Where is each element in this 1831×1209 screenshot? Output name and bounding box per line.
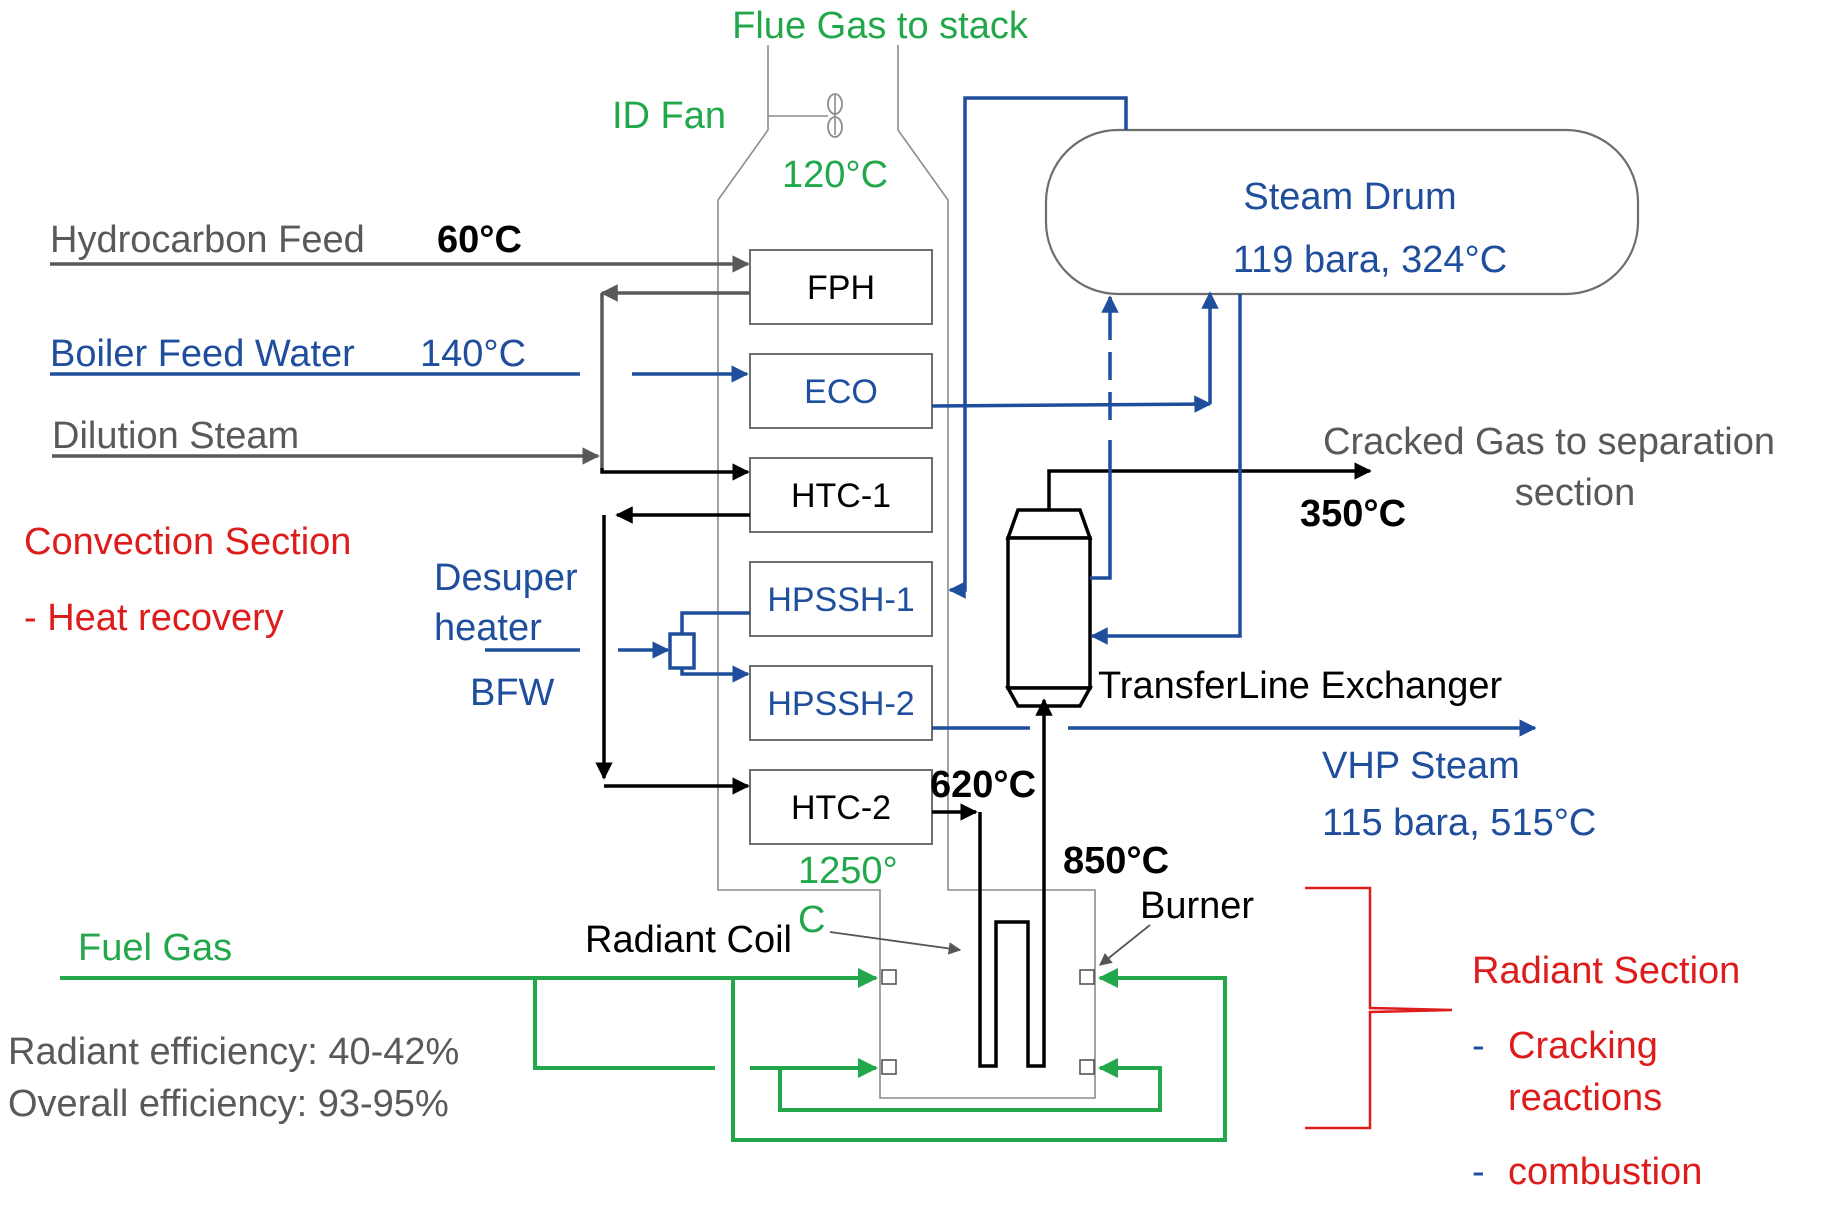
radiant-efficiency-label: Radiant efficiency: 40-42% [8, 1031, 459, 1073]
htc1-inlet-line [600, 463, 750, 481]
temp-620-label: 620°C [930, 764, 1036, 806]
fph-outlet-line [600, 284, 750, 468]
tle-riser-to-drum-line [1090, 295, 1119, 580]
htc1-to-htc2-crossover [595, 506, 750, 795]
bfw-temp-label: 140°C [420, 333, 526, 375]
desuperheater-label-2: heater [434, 607, 542, 649]
coil-hpssh2: HPSSH-2 [749, 665, 933, 741]
hydrocarbon-feed-label: Hydrocarbon Feed [50, 219, 365, 261]
bfw-label: Boiler Feed Water [50, 333, 355, 375]
id-fan-label: ID Fan [612, 95, 726, 137]
steam-drum [1044, 128, 1640, 296]
transfer-line-exchanger [1005, 508, 1093, 708]
id-fan-icon [768, 93, 843, 138]
coil-hpssh1-label: HPSSH-1 [767, 581, 914, 619]
firebox-temp-label-1: 1250° [798, 850, 898, 892]
bullet-dash-1: - [1472, 1025, 1485, 1067]
heat-recovery-label: - Heat recovery [24, 597, 284, 639]
hc-feed-temp-label: 60°C [437, 219, 522, 261]
burner-nozzles [881, 969, 1095, 1075]
overall-efficiency-label: Overall efficiency: 93-95% [8, 1083, 449, 1125]
coil-htc2: HTC-2 [749, 769, 933, 845]
furnace-casing [717, 45, 1096, 1099]
drum-steam-to-hpssh1-line [948, 96, 1128, 599]
coil-htc1-label: HTC-1 [791, 477, 891, 515]
combustion-label: combustion [1508, 1151, 1702, 1193]
coil-eco: ECO [749, 353, 933, 429]
firebox-temp-label-2: C [798, 899, 825, 941]
vhp-steam-conditions: 115 bara, 515°C [1322, 802, 1596, 844]
steam-drum-label: Steam Drum [1243, 176, 1456, 218]
coil-htc1: HTC-1 [749, 457, 933, 533]
coil-htc2-label: HTC-2 [791, 789, 891, 827]
dilution-steam-label: Dilution Steam [52, 415, 299, 457]
desuperheater [485, 611, 750, 683]
fuel-gas-lines [60, 968, 1227, 1142]
coil-eco-label: ECO [804, 373, 878, 411]
stack-temp-label: 120°C [782, 154, 888, 196]
bullet-dash-2: - [1472, 1151, 1485, 1193]
cracked-gas-label-2: section [1515, 472, 1635, 514]
cracking-label-2: reactions [1508, 1077, 1662, 1119]
eco-to-drum-line [931, 291, 1219, 413]
fuel-gas-label: Fuel Gas [78, 927, 232, 969]
flue-gas-label: Flue Gas to stack [732, 5, 1029, 47]
desuperheater-label-1: Desuper [434, 557, 578, 599]
tle-label: TransferLine Exchanger [1098, 665, 1502, 707]
temp-350-label: 350°C [1300, 493, 1406, 535]
coil-hpssh1: HPSSH-1 [749, 561, 933, 637]
drum-downcomer-to-tle-line [1090, 294, 1242, 645]
cracked-gas-label-1: Cracked Gas to separation [1323, 421, 1775, 463]
coil-hpssh2-label: HPSSH-2 [767, 685, 914, 723]
coil-fph-label: FPH [807, 269, 875, 307]
radiant-coil-label: Radiant Coil [585, 919, 792, 961]
radiant-section-label: Radiant Section [1472, 950, 1740, 992]
cracked-gas-outlet-line [1047, 462, 1372, 510]
pointer-arrows [829, 924, 1151, 966]
radiant-section-brace [1305, 886, 1453, 1130]
burner-label: Burner [1140, 885, 1254, 927]
temp-850-label: 850°C [1063, 840, 1169, 882]
vhp-steam-label: VHP Steam [1322, 745, 1520, 787]
htc2-to-radiant-coil-line [932, 698, 1053, 1068]
desuperheater-bfw-label: BFW [470, 672, 555, 714]
steam-drum-conditions: 119 bara, 324°C [1233, 239, 1507, 281]
convection-section-label: Convection Section [24, 521, 351, 563]
cracking-label-1: Cracking [1508, 1025, 1658, 1067]
coil-fph: FPH [749, 249, 933, 325]
